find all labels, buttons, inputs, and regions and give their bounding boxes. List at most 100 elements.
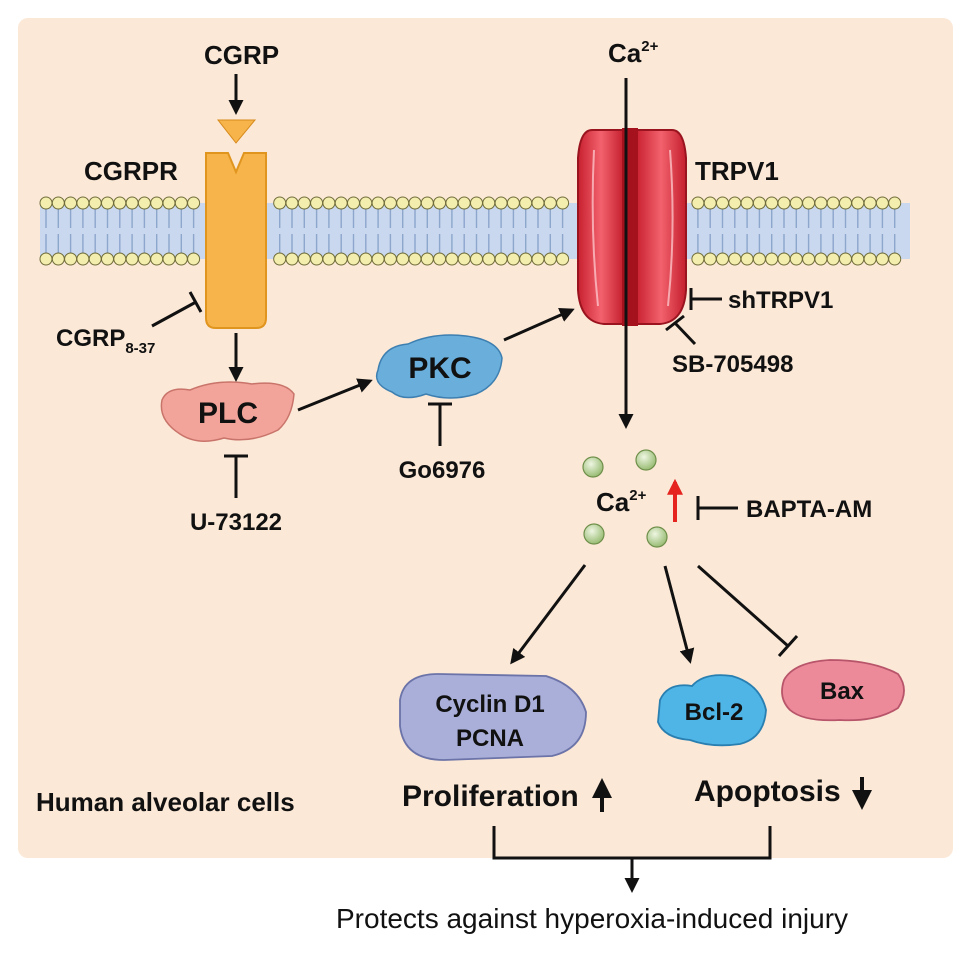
lipid-head: [494, 196, 508, 210]
lipid-head: [433, 252, 447, 266]
lipid-head: [716, 196, 729, 210]
lipid-head: [728, 252, 742, 266]
lipid-head: [728, 196, 742, 210]
lipid-head: [740, 196, 754, 210]
lipid-head: [113, 252, 127, 266]
lipid-head: [826, 252, 840, 266]
lipid-head: [101, 196, 114, 210]
lipid-head: [347, 196, 360, 210]
lipid-head: [863, 252, 877, 266]
pcna-label: PCNA: [456, 725, 524, 752]
lipid-head: [150, 252, 164, 266]
calcium-to-bcl2-arrow: [663, 565, 695, 664]
calcium-to-bax-inhibition-bar: [777, 634, 799, 658]
cell-type-label: Human alveolar cells: [36, 787, 295, 817]
lipid-head: [531, 196, 545, 210]
calcium-ion: [646, 526, 668, 548]
lipid-head: [875, 196, 889, 210]
lipid-head: [174, 252, 188, 266]
lipid-head: [125, 252, 139, 266]
pkc-to-trpv1-arrow: [503, 307, 575, 342]
lipid-head: [396, 252, 410, 266]
calcium-intracellular-label: Ca2+: [596, 487, 647, 517]
lipid-head: [187, 196, 201, 210]
lipid-head: [51, 196, 65, 210]
lipid-head: [851, 252, 865, 266]
lipid-head: [789, 252, 803, 266]
lipid-head: [64, 196, 78, 210]
lipid-head: [888, 252, 902, 266]
lipid-head: [740, 252, 754, 266]
lipid-head: [273, 252, 287, 266]
sb705498-inhibition-line: [673, 321, 697, 346]
lipid-head: [359, 196, 373, 210]
lipid-head: [703, 196, 717, 210]
cgrp-receptor: [205, 152, 267, 329]
lipid-head: [297, 252, 311, 266]
lipid-head: [310, 196, 324, 210]
lipid-head: [777, 196, 791, 210]
lipid-head: [506, 252, 520, 266]
calcium-ion: [582, 456, 604, 478]
lipid-head: [420, 196, 434, 210]
calcium-to-cyclin-arrow: [510, 564, 587, 665]
lipid-head: [839, 196, 852, 210]
trpv1-channel: [577, 128, 687, 326]
calcium-extracellular-label: Ca2+: [608, 38, 659, 68]
lipid-head: [113, 196, 127, 210]
lipid-head: [51, 252, 65, 266]
lipid-head: [470, 252, 483, 266]
sb705498-inhibition-bar: [665, 314, 685, 332]
lipid-head: [777, 252, 791, 266]
proliferation-label: Proliferation: [402, 780, 579, 813]
lipid-head: [150, 196, 164, 210]
lipid-head: [334, 196, 348, 210]
lipid-head: [322, 252, 336, 266]
lipid-head: [519, 196, 533, 210]
cyclin-d1-label: Cyclin D1: [435, 691, 544, 718]
lipid-head: [814, 196, 828, 210]
lipid-head: [765, 196, 779, 210]
bax-protein: [781, 659, 905, 722]
lipid-head: [482, 196, 496, 210]
lipid-head: [863, 196, 877, 210]
lipid-head: [752, 196, 766, 210]
plc-enzyme: [160, 381, 295, 442]
calcium-ion: [583, 523, 605, 545]
cgrp-ligand-triangle: [216, 119, 257, 144]
cgrp-label: CGRP: [204, 40, 279, 70]
lipid-head: [531, 252, 545, 266]
lipid-head: [703, 252, 717, 266]
bcl2-label: Bcl-2: [685, 699, 744, 726]
lipid-head: [494, 252, 508, 266]
lipid-head: [285, 196, 299, 210]
lipid-head: [445, 252, 459, 266]
lipid-head: [826, 196, 840, 210]
lipid-head: [519, 252, 533, 266]
apoptosis-label: Apoptosis: [694, 775, 841, 808]
bapta-am-label: BAPTA-AM: [746, 496, 872, 523]
lipid-head: [765, 252, 779, 266]
lipid-head: [814, 252, 828, 266]
lipid-head: [482, 252, 496, 266]
pkc-label: PKC: [408, 352, 471, 385]
pkc-enzyme: [375, 334, 503, 399]
lipid-head: [543, 196, 557, 210]
plc-to-pkc-arrow: [297, 378, 373, 412]
sb705498-label: SB-705498: [672, 351, 793, 378]
lipid-head: [359, 252, 373, 266]
lipid-head: [187, 252, 201, 266]
lipid-head: [137, 252, 151, 266]
shtrpv1-label: shTRPV1: [728, 287, 833, 314]
bcl2-protein: [657, 674, 767, 747]
lipid-head: [433, 196, 447, 210]
lipid-head: [420, 252, 434, 266]
lipid-head: [851, 196, 865, 210]
lipid-head: [383, 196, 397, 210]
lipid-head: [470, 196, 483, 210]
lipid-head: [789, 196, 803, 210]
lipid-head: [285, 252, 299, 266]
lipid-head: [752, 252, 766, 266]
lipid-head: [457, 196, 471, 210]
conclusion-text: Protects against hyperoxia-induced injur…: [336, 903, 848, 934]
